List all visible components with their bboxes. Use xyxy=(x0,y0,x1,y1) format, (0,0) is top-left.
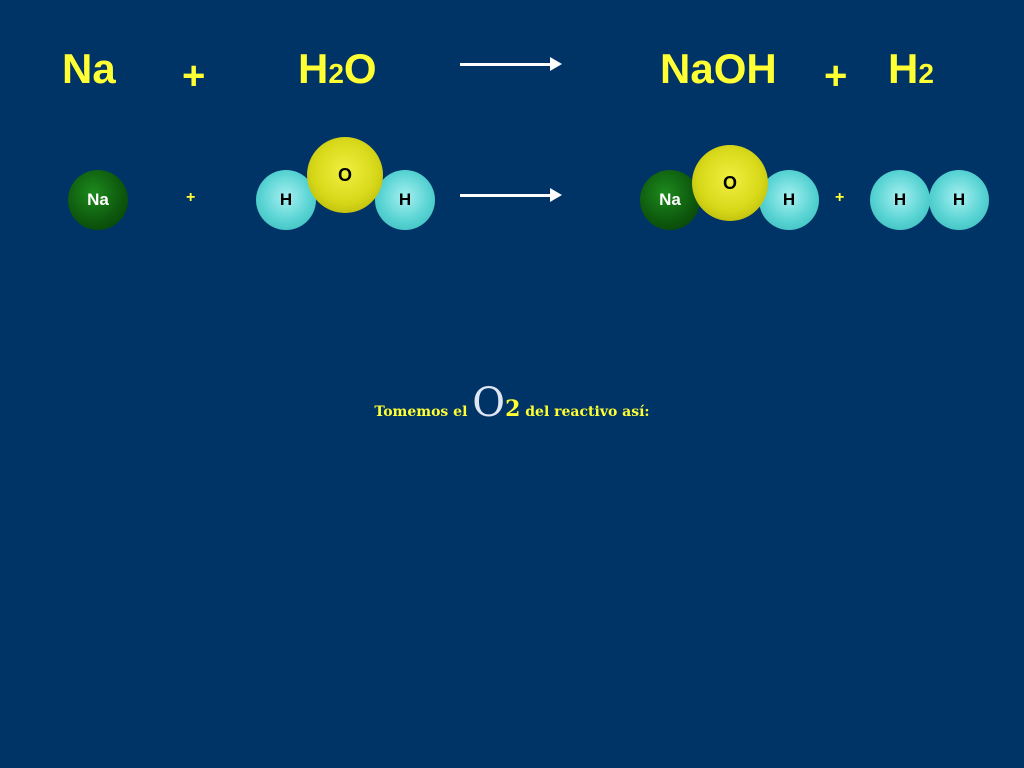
reactant-plus-small: + xyxy=(186,189,196,206)
h2-h: H xyxy=(888,45,919,92)
reactant-water: H2O xyxy=(298,48,377,90)
product-sodium-atom: Na xyxy=(640,170,700,230)
product-oxygen-atom: O xyxy=(692,145,768,221)
reactant-na: Na xyxy=(62,45,116,92)
water-hydrogen-right-atom: H xyxy=(375,170,435,230)
product-hydrogen-atom: H xyxy=(759,170,819,230)
h2-hydrogen-left-atom: H xyxy=(870,170,930,230)
caption-text: Tomemos el O2 del reactivo así: xyxy=(0,380,1024,426)
plus-sign-1: + xyxy=(182,54,206,98)
h2-hydrogen-right-atom: H xyxy=(929,170,989,230)
h2-subscript: 2 xyxy=(918,58,934,89)
water-h: H xyxy=(298,45,329,92)
plus-sign-2: + xyxy=(824,54,848,98)
reactant-sodium-atom: Na xyxy=(68,170,128,230)
reaction-arrow-models xyxy=(460,188,562,202)
caption-after: del reactivo así: xyxy=(520,404,650,420)
water-o: O xyxy=(343,45,377,92)
product-h2: H2 xyxy=(888,48,934,90)
water-subscript: 2 xyxy=(328,58,344,89)
product-naoh: NaOH xyxy=(660,45,777,92)
caption-formula-sub: 2 xyxy=(505,396,521,422)
caption-formula: O xyxy=(472,380,506,426)
water-hydrogen-left-atom: H xyxy=(256,170,316,230)
water-oxygen-atom: O xyxy=(307,137,383,213)
caption-before: Tomemos el xyxy=(374,404,473,420)
reaction-arrow-top xyxy=(460,57,562,71)
product-plus-small: + xyxy=(835,189,845,206)
